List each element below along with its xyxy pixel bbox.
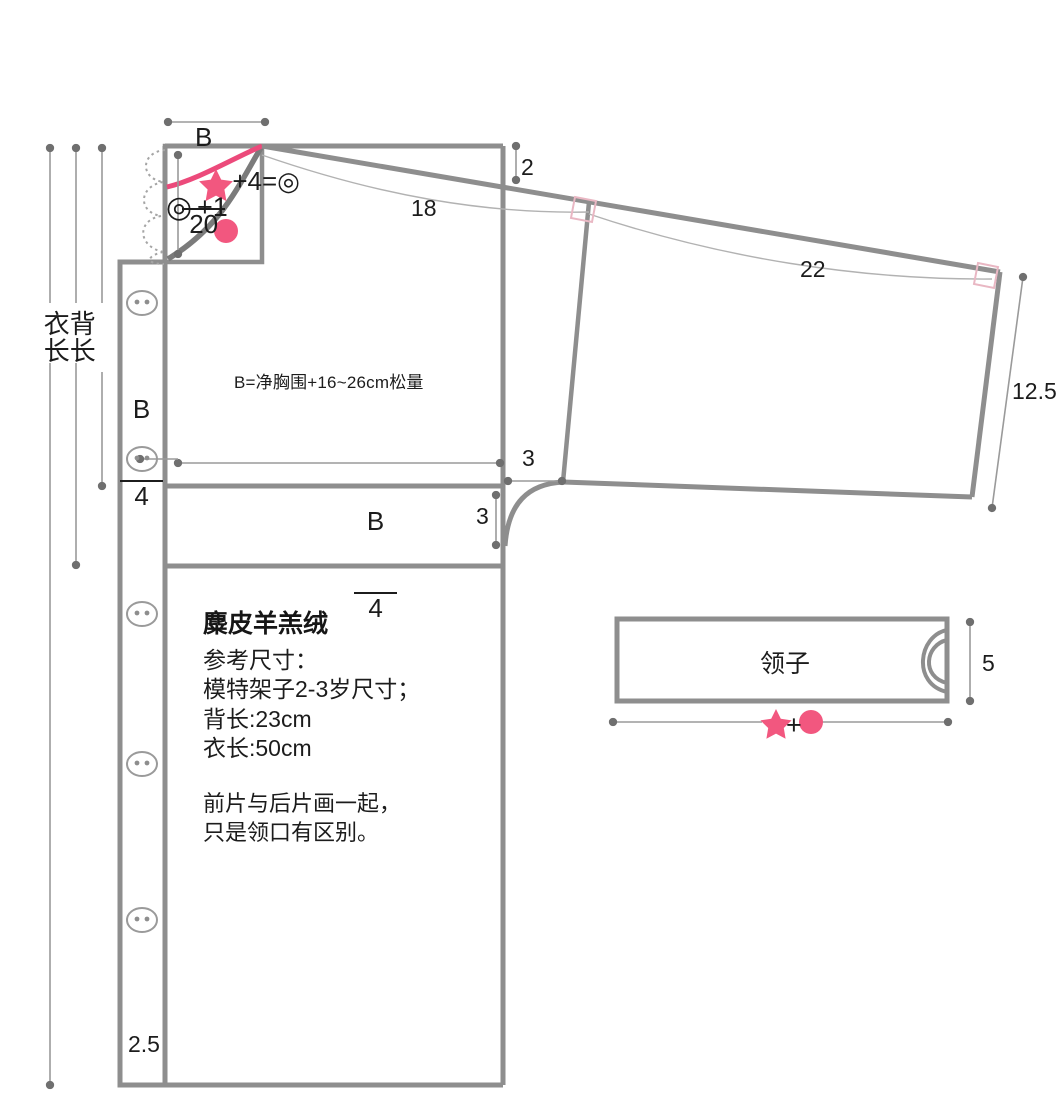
collar-end-arc bbox=[920, 628, 948, 694]
armhole-horizontal-label: 3 bbox=[522, 445, 535, 471]
sleeve-upper-length-label: 18 bbox=[411, 195, 437, 221]
quarter-chest-numerator-left: B bbox=[132, 394, 151, 425]
measure-label-back-length: 背长 bbox=[66, 310, 97, 364]
shoulder-and-upper-body bbox=[162, 143, 506, 486]
pattern-note-line-2: 只是领口有区别。 bbox=[203, 820, 380, 845]
info-line-1: 参考尺寸： bbox=[203, 647, 318, 673]
neck-width-denominator: 20 bbox=[182, 207, 226, 239]
neck-width-formula: B 20 +4=◎ bbox=[182, 69, 300, 293]
back-neckline-curve bbox=[166, 144, 265, 262]
armhole-curve bbox=[502, 479, 564, 547]
info-line-2: 模特架子2-3岁尺寸； bbox=[203, 676, 421, 702]
measure-label-quarter-chest: B 4 bbox=[91, 308, 164, 599]
placket-width-label: 2.5 bbox=[128, 1031, 160, 1057]
info-line-4: 衣长:50cm bbox=[203, 735, 312, 761]
collar-dot-marker bbox=[799, 710, 823, 734]
collar-height-label: 5 bbox=[982, 650, 995, 676]
chest-width-dimension bbox=[135, 454, 505, 468]
measure-label-garment-length: 衣长 bbox=[40, 310, 71, 364]
quarter-chest-body-label: B 4 bbox=[325, 420, 398, 711]
neckline-star-marker bbox=[199, 169, 233, 202]
neckline-dot-marker bbox=[214, 219, 238, 243]
info-line-3: 背长:23cm bbox=[203, 706, 312, 732]
scalloped-dotted-edge bbox=[142, 149, 166, 265]
collar-piece bbox=[614, 616, 950, 704]
armhole-vertical-label: 3 bbox=[476, 503, 489, 529]
quarter-chest-fraction-left: B 4 bbox=[119, 341, 164, 565]
collar-sum-plus-label: + bbox=[786, 710, 802, 740]
placket-buttons bbox=[126, 290, 158, 933]
collar-label: 领子 bbox=[760, 650, 811, 678]
neck-width-numerator: B bbox=[195, 122, 213, 153]
chest-ease-note: B=净胸围+16~26cm松量 bbox=[234, 373, 424, 392]
pattern-note-line-1: 前片与后片画一起， bbox=[203, 791, 402, 816]
cuff-dimension-line bbox=[987, 272, 1028, 513]
neck-width-fraction: B 20 bbox=[182, 69, 226, 293]
neck-depth-symbol: ◎ bbox=[166, 191, 193, 224]
quarter-chest-denominator-body: 4 bbox=[353, 592, 398, 623]
sleeve-measure-arcs bbox=[261, 154, 993, 280]
quarter-chest-denominator-left: 4 bbox=[119, 480, 164, 511]
shoulder-drop-label: 2 bbox=[521, 154, 534, 180]
neck-width-suffix: +4=◎ bbox=[232, 165, 300, 196]
body-block bbox=[117, 259, 506, 1088]
neck-depth-note: +1 bbox=[197, 192, 228, 222]
quarter-chest-numerator-body: B bbox=[366, 506, 385, 537]
placket-button-holes bbox=[134, 299, 150, 922]
sleeve-lower-length-label: 22 bbox=[800, 256, 826, 282]
pattern-title: 麋皮羊羔绒 bbox=[203, 610, 329, 638]
quarter-chest-fraction-body: B 4 bbox=[353, 453, 398, 677]
vertical-measure-lines bbox=[45, 143, 107, 1090]
cuff-width-label: 12.5 bbox=[1012, 378, 1057, 404]
collar-star-marker bbox=[760, 709, 792, 739]
